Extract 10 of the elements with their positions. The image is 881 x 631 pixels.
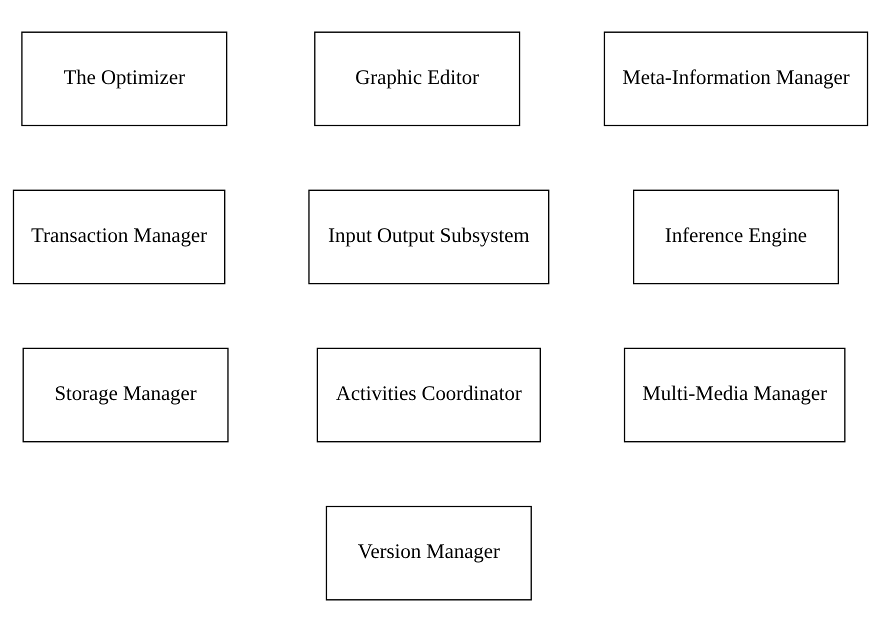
node-box: Multi-Media Manager xyxy=(624,347,846,442)
node-box: Activities Coordinator xyxy=(316,347,541,442)
node-box: Inference Engine xyxy=(632,189,839,284)
node-box: Meta-Information Manager xyxy=(604,31,868,126)
node-box: The Optimizer xyxy=(21,31,228,126)
node-box: Storage Manager xyxy=(22,347,229,442)
node-box: Version Manager xyxy=(326,505,532,600)
node-box: Graphic Editor xyxy=(314,31,520,126)
node-box: Input Output Subsystem xyxy=(308,189,550,284)
node-box: Transaction Manager xyxy=(12,189,226,284)
